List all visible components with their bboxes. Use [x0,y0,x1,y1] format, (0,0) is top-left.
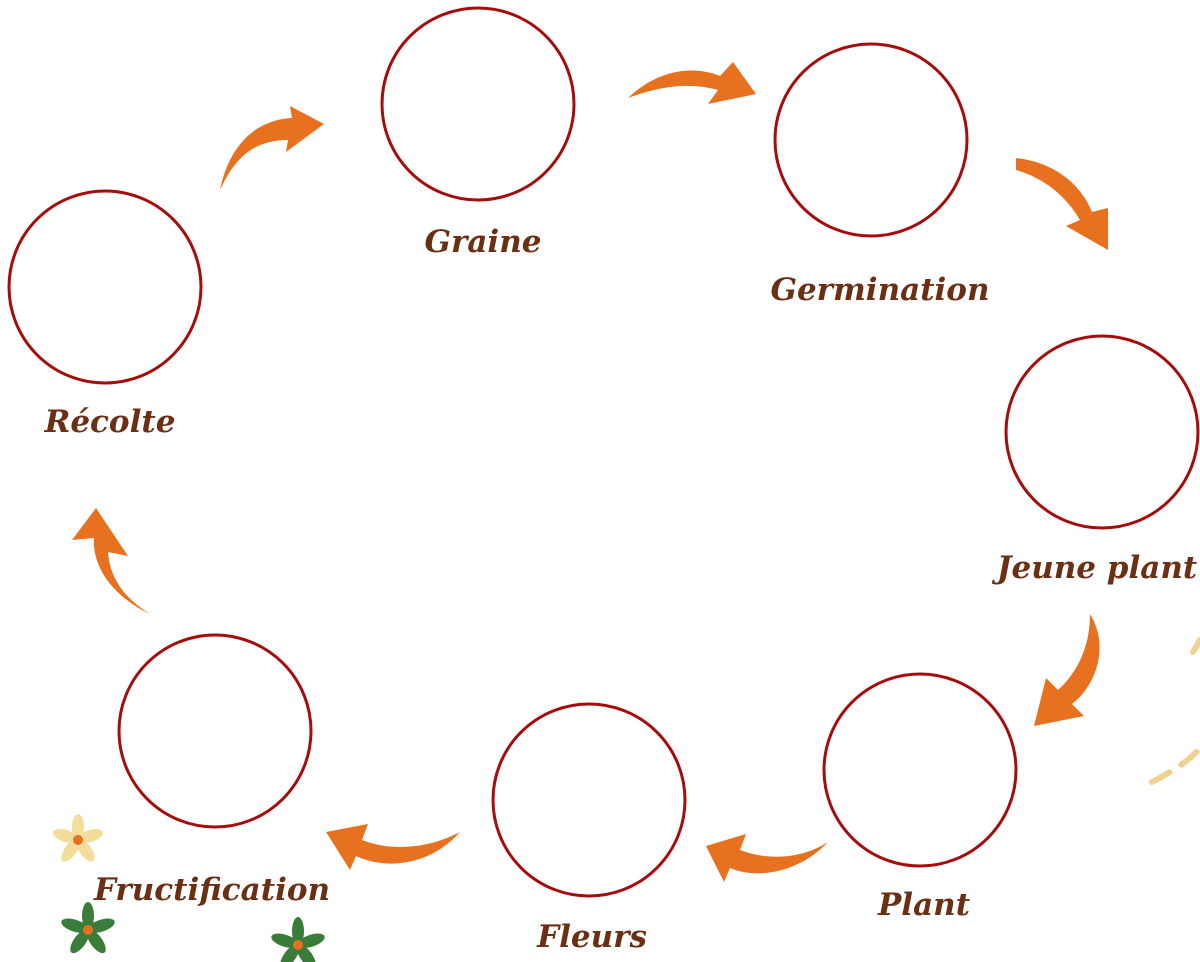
stage-circle-fleurs [491,702,687,898]
flower-icon [53,814,103,862]
cycle-arrow-3 [1016,158,1108,250]
cycle-arrow-2 [628,62,756,104]
stage-circle-germination [773,42,969,238]
cycle-arrow-1 [220,106,324,190]
stage-circle-recolte [7,189,203,385]
stage-label-recolte: Récolte [44,404,176,440]
cycle-arrow-5 [706,834,828,882]
stage-circle-graine [380,6,576,202]
stage-label-graine: Graine [425,224,542,260]
stage-label-germination: Germination [770,272,989,308]
stage-circle-plant [822,672,1018,868]
decorative-dashed-curve [1149,745,1200,785]
decorative-dashed-curve-top [1190,637,1200,655]
cycle-arrow-7 [72,508,150,614]
flower-icon [61,902,115,954]
cycle-arrow-4 [1034,614,1100,726]
stage-label-jeune-plant: Jeune plant [992,550,1198,586]
cycle-arrow-6 [326,824,460,870]
flower-icon [271,917,325,962]
stage-label-plant: Plant [877,887,971,923]
stage-circle-fructification [117,633,313,829]
stage-circle-jeune-plant [1004,334,1200,530]
stage-label-fleurs: Fleurs [536,919,647,955]
stage-label-fructification: Fructification [93,872,330,908]
